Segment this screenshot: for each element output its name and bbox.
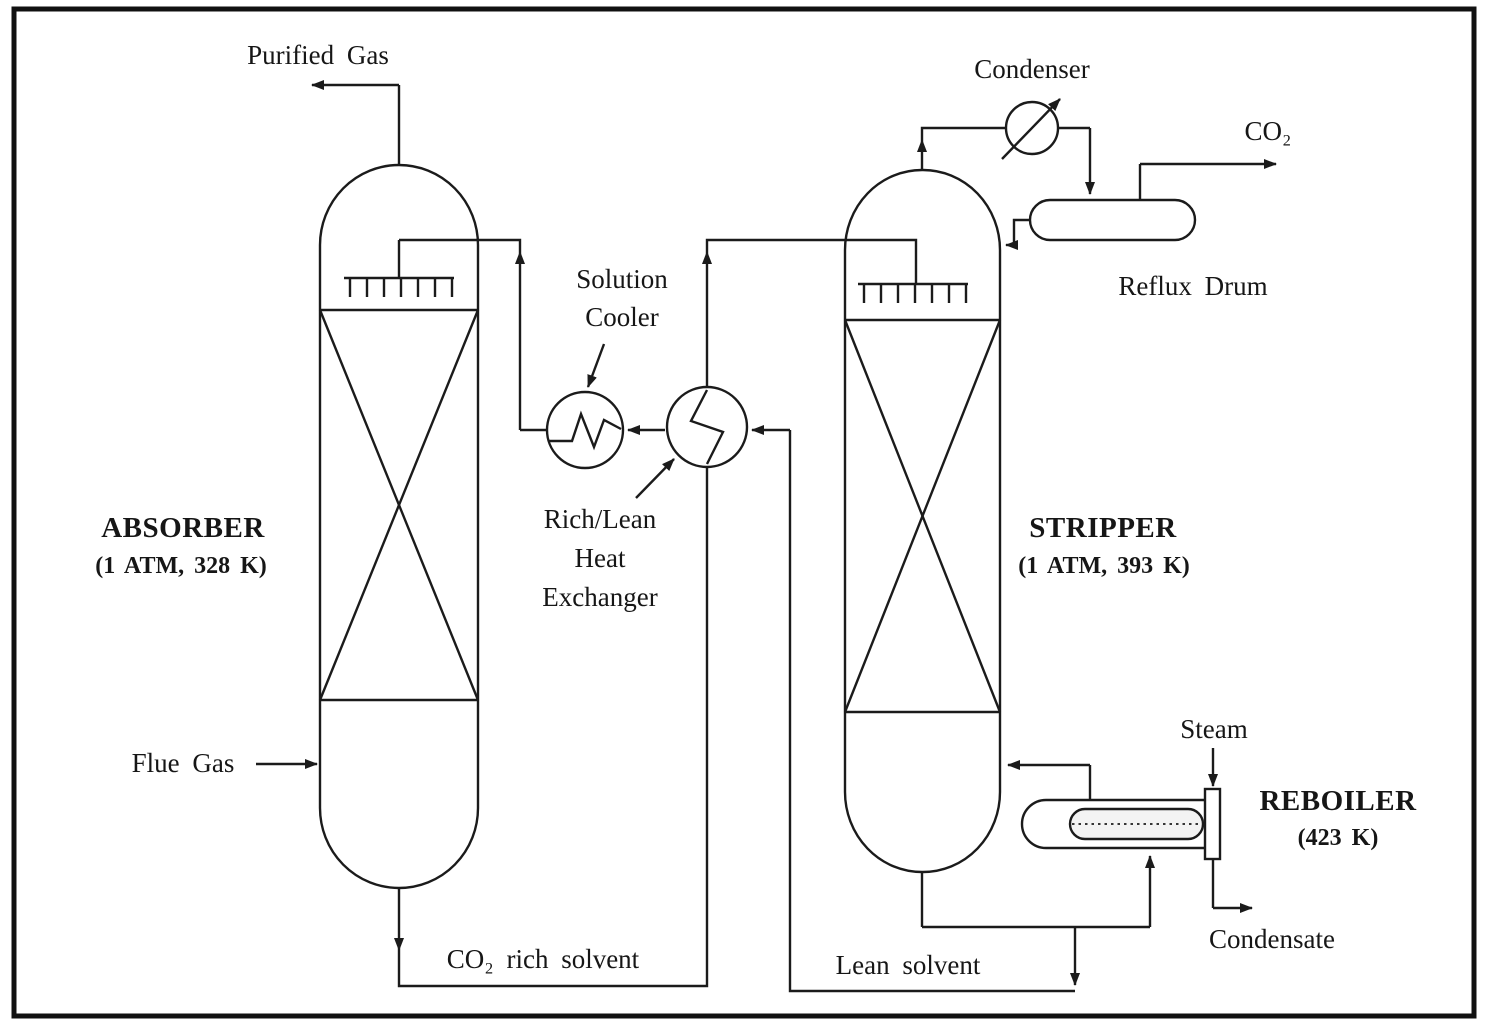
condenser-utility-arrow <box>1001 98 1061 160</box>
rich-lean-heat-exchanger-symbol <box>665 385 749 469</box>
absorber-feed-line <box>399 238 522 252</box>
solution-cooler-pointer-arrow <box>586 343 606 388</box>
stripper-vessel <box>843 168 1002 874</box>
stripper-column <box>843 168 1002 874</box>
hx-coil <box>689 389 725 465</box>
condenser-outlet-line <box>1058 126 1095 195</box>
overhead-vapor-line <box>917 126 1006 170</box>
solution-cooler-label-line1: Solution <box>576 264 668 294</box>
reboiler-flange <box>1203 787 1222 861</box>
reflux-drum-label: Reflux Drum <box>1118 271 1267 301</box>
image-border <box>11 6 1477 1019</box>
heat-exchanger-label-line1: Rich/Lean <box>544 504 657 534</box>
stripper-bottoms-line <box>920 855 1155 929</box>
solution-cooler-label-line2: Cooler <box>585 302 659 332</box>
cooler-coil <box>549 410 622 451</box>
rich-solvent-line <box>394 238 918 988</box>
reboiler-name-label: REBOILER <box>1259 785 1417 817</box>
stripper-packing-section <box>843 318 1002 714</box>
lean-solvent-line <box>399 238 1080 993</box>
co2-product-line <box>1138 159 1277 200</box>
absorber-liquid-distributor <box>344 240 454 297</box>
heat-exchanger-label-line3: Exchanger <box>542 582 657 612</box>
condensate-line <box>1211 859 1253 913</box>
co2-label: CO₂ <box>1245 116 1292 146</box>
steam-label: Steam <box>1180 714 1248 744</box>
flue-gas-label: Flue Gas <box>132 748 235 778</box>
condenser-label: Condenser <box>974 54 1089 84</box>
co2-rich-solvent-label: CO₂ rich solvent <box>447 944 640 974</box>
condenser-symbol <box>1001 98 1061 160</box>
purified-gas-line <box>311 80 401 165</box>
absorber-name-label: ABSORBER <box>101 512 265 544</box>
reflux-drum-vessel <box>1028 198 1197 242</box>
reboiler-symbol <box>1020 787 1222 861</box>
solution-cooler-symbol <box>545 390 625 470</box>
stripper-feed-line <box>705 238 918 284</box>
reboiler-conditions-label: (423 K) <box>1298 825 1379 851</box>
reflux-return-line <box>1005 218 1030 250</box>
heat-exchanger-label-line2: Heat <box>575 543 626 573</box>
stripper-liquid-distributor <box>858 282 968 303</box>
heat-exchanger-pointer-arrow <box>635 458 675 499</box>
stripper-conditions-label: (1 ATM, 393 K) <box>1018 553 1190 579</box>
absorber-conditions-label: (1 ATM, 328 K) <box>95 553 267 579</box>
absorber-packing-section <box>318 308 480 702</box>
absorber-column <box>318 163 480 890</box>
reboiler-tube-bundle <box>1068 807 1205 841</box>
condensate-label: Condensate <box>1209 924 1335 954</box>
reboiler-vapor-return-line <box>1007 760 1092 800</box>
reboiler-shell <box>1020 798 1205 850</box>
lean-solvent-label: Lean solvent <box>836 950 981 980</box>
stripper-name-label: STRIPPER <box>1029 512 1177 544</box>
purified-gas-label: Purified Gas <box>247 40 389 70</box>
